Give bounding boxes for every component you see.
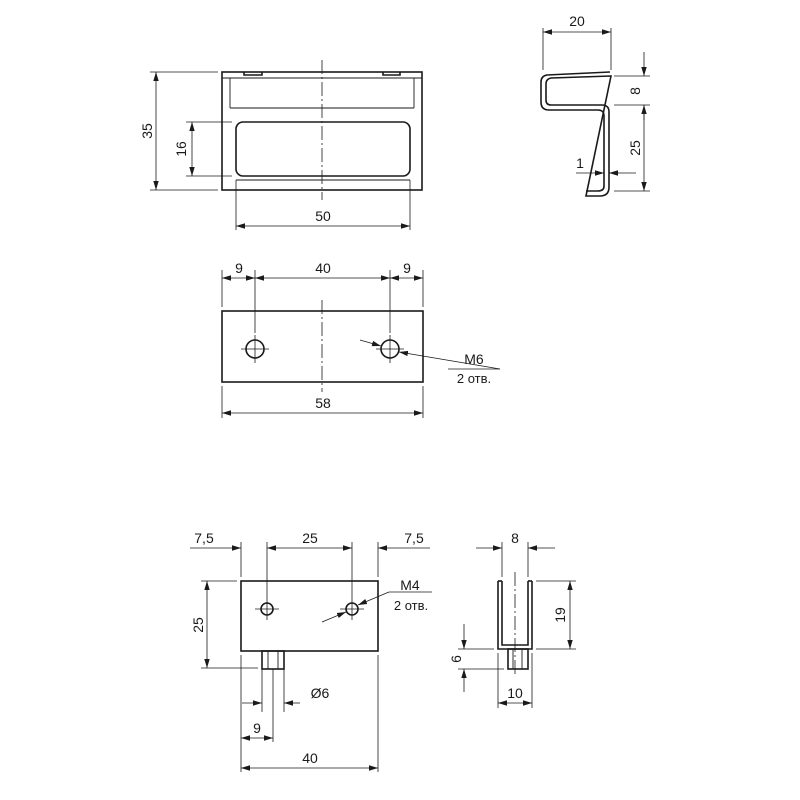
dim-top-offset: 8 bbox=[627, 87, 643, 95]
hole-count: 2 отв. bbox=[394, 598, 428, 613]
dim-drop: 25 bbox=[627, 140, 643, 156]
dim-top-width: 20 bbox=[569, 13, 585, 29]
block-front-view: 7,5 25 7,5 25 Ø6 9 40 M4 2 отв. bbox=[190, 530, 432, 772]
pin-diameter: Ø6 bbox=[311, 685, 330, 701]
dim-edge-right: 7,5 bbox=[404, 530, 424, 546]
block-body bbox=[240, 580, 379, 652]
dim-edge-right: 9 bbox=[403, 260, 411, 276]
dim-edge-left: 9 bbox=[235, 260, 243, 276]
dim-height-total: 35 bbox=[139, 123, 155, 139]
dim-pin-height: 6 bbox=[448, 655, 464, 663]
dim-total-width: 58 bbox=[315, 395, 331, 411]
dim-window-width: 50 bbox=[315, 208, 331, 224]
block-side-view: 8 19 6 10 bbox=[448, 530, 576, 708]
dim-thickness: 1 bbox=[576, 155, 584, 171]
dim-bottom-width: 10 bbox=[507, 685, 523, 701]
bracket-window bbox=[235, 121, 411, 177]
dim-top-width: 8 bbox=[511, 530, 519, 546]
dim-window-height: 16 bbox=[173, 141, 189, 157]
bracket-plate bbox=[221, 310, 424, 383]
dim-height: 19 bbox=[552, 607, 568, 623]
bracket-front-view: 35 16 50 bbox=[139, 60, 423, 230]
bracket-side-view: 20 8 25 1 bbox=[540, 13, 650, 197]
dim-total-width: 40 bbox=[302, 750, 318, 766]
hole-count: 2 отв. bbox=[457, 371, 491, 386]
dim-hole-spacing: 40 bbox=[315, 260, 331, 276]
dim-hole-spacing: 25 bbox=[302, 530, 318, 546]
bracket-top-view: 9 40 9 58 M6 2 отв. bbox=[221, 260, 501, 418]
block-pin bbox=[261, 650, 285, 670]
block-side-pin bbox=[507, 648, 529, 670]
dim-height: 25 bbox=[190, 617, 206, 633]
bracket-profile bbox=[540, 71, 611, 192]
hole-callout: M4 bbox=[400, 577, 420, 593]
hole-callout: M6 bbox=[464, 351, 484, 367]
dim-edge-left: 7,5 bbox=[194, 530, 214, 546]
dim-pin-offset: 9 bbox=[253, 720, 261, 736]
